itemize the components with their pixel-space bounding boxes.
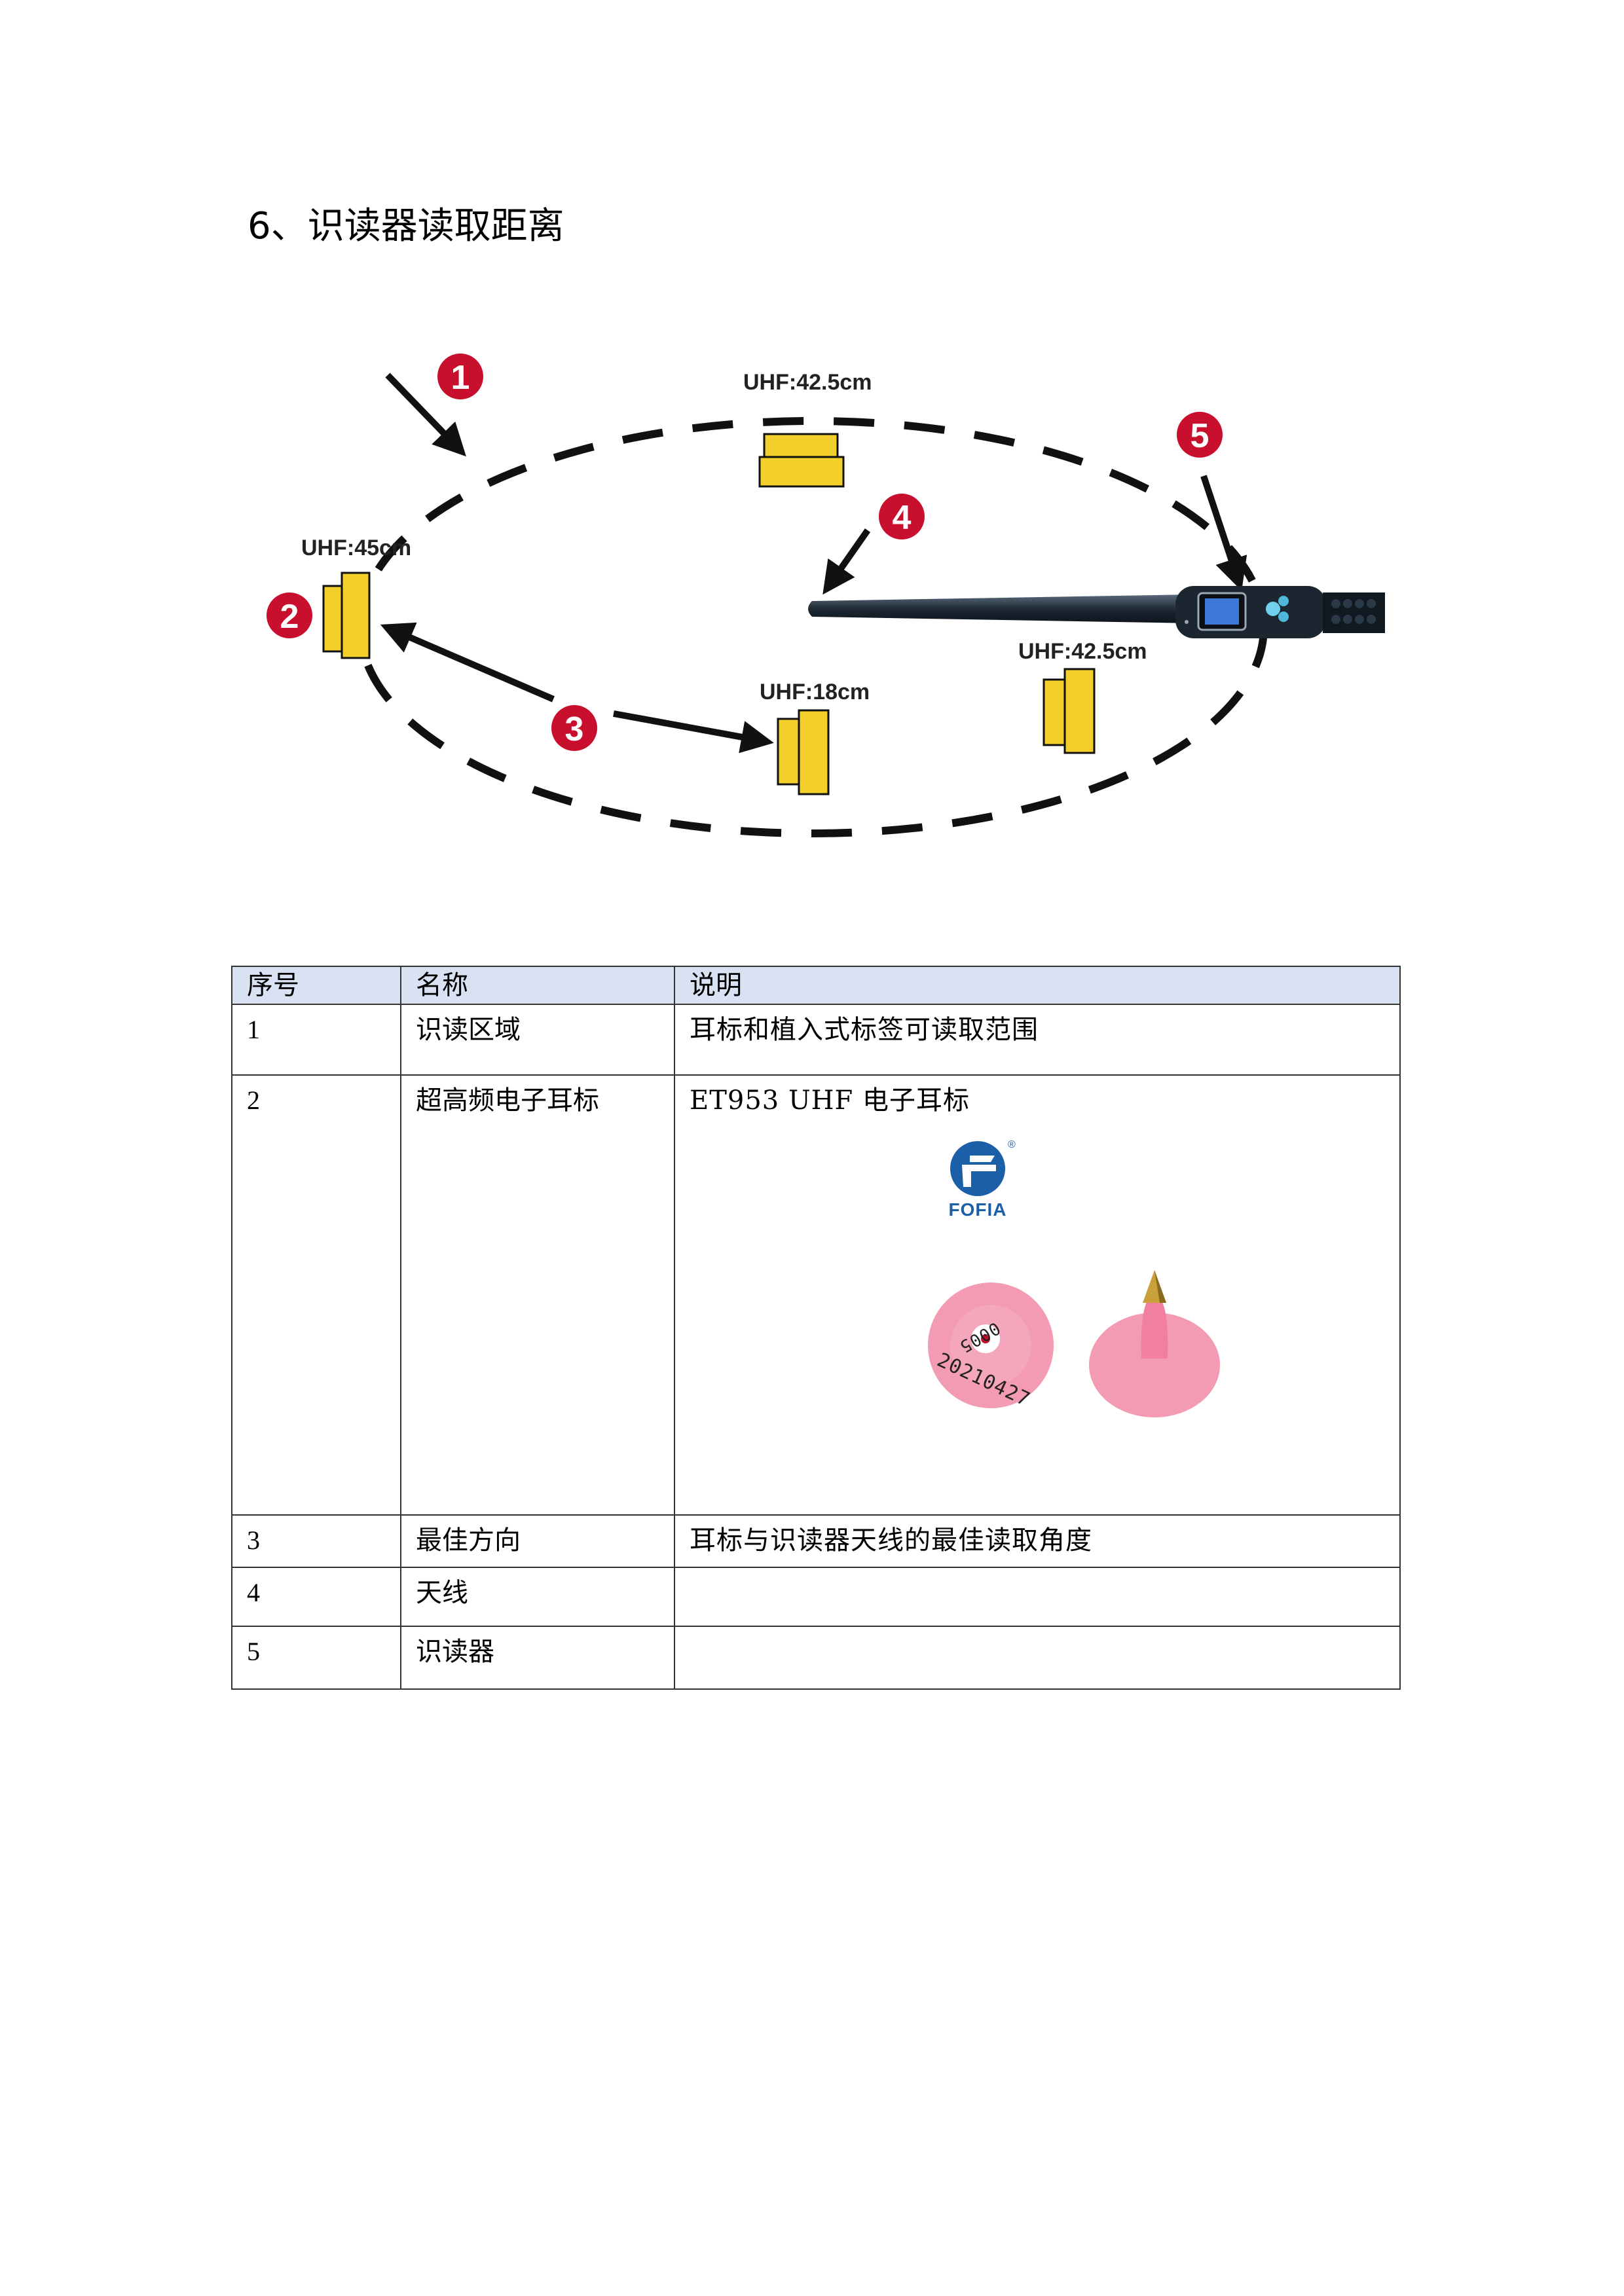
svg-text:3: 3 — [565, 710, 584, 748]
label-left-distance: UHF:45cm — [301, 536, 411, 560]
ear-tag-product-image: ® FOFIA 0005 20210427 — [928, 1139, 1220, 1417]
section-heading: 6、识读器读取距离 — [248, 205, 564, 247]
row-name: 识读区域 — [400, 1004, 675, 1076]
svg-text:4: 4 — [893, 499, 912, 537]
table-row: 5 识读器 — [231, 1626, 1401, 1690]
antenna-arrow — [822, 528, 871, 595]
label-top-distance: UHF:42.5cm — [743, 370, 872, 395]
reader-device — [808, 586, 1385, 638]
row-description: 耳标和植入式标签可读取范围 — [674, 1004, 1401, 1076]
tag-center — [777, 709, 830, 795]
header-name: 名称 — [400, 966, 675, 1005]
row-description — [674, 1567, 1401, 1627]
row-description: 耳标与识读器天线的最佳读取角度 — [674, 1514, 1401, 1568]
table-header-row: 序号 名称 说明 — [231, 966, 1401, 1005]
reader-arrow — [1200, 475, 1247, 591]
row-name: 超高频电子耳标 — [400, 1074, 675, 1516]
table-row: 3 最佳方向 耳标与识读器天线的最佳读取角度 — [231, 1514, 1401, 1568]
svg-text:5: 5 — [1190, 417, 1209, 455]
row-index: 5 — [231, 1626, 401, 1690]
badge-4: 4 — [879, 494, 925, 539]
svg-text:1: 1 — [451, 359, 470, 397]
label-center-distance: UHF:18cm — [760, 680, 870, 704]
best-direction-arrow-right — [613, 710, 774, 754]
table-row: 4 天线 — [231, 1567, 1401, 1627]
label-right-distance: UHF:42.5cm — [1018, 639, 1147, 664]
row-description-text: ET953 UHF 电子耳标 — [690, 1085, 970, 1116]
badge-3: 3 — [551, 705, 597, 751]
row-description: ET953 UHF 电子耳标 ® FOFIA — [674, 1074, 1401, 1516]
table-row: 1 识读区域 耳标和植入式标签可读取范围 — [231, 1004, 1401, 1076]
svg-text:FOFIA: FOFIA — [949, 1199, 1007, 1220]
zone-arrow — [385, 373, 466, 457]
badge-5: 5 — [1177, 412, 1223, 458]
row-description — [674, 1626, 1401, 1690]
ear-tag-side — [1089, 1270, 1220, 1417]
tag-left — [322, 572, 371, 659]
badge-2: 2 — [267, 592, 312, 638]
row-index: 4 — [231, 1567, 401, 1627]
row-index: 1 — [231, 1004, 401, 1076]
fofia-logo: ® FOFIA — [949, 1139, 1016, 1220]
row-name: 天线 — [400, 1567, 675, 1627]
row-index: 3 — [231, 1514, 401, 1568]
badge-1: 1 — [437, 354, 483, 399]
svg-text:2: 2 — [280, 598, 299, 636]
table-row: 2 超高频电子耳标 ET953 UHF 电子耳标 ® FOFIA — [231, 1074, 1401, 1516]
row-name: 最佳方向 — [400, 1514, 675, 1568]
ear-tag-front: 0005 20210427 — [928, 1283, 1054, 1412]
spec-table: 序号 名称 说明 1 识读区域 耳标和植入式标签可读取范围 2 超高频电子耳标 … — [231, 966, 1401, 1690]
svg-text:®: ® — [1008, 1139, 1016, 1150]
best-direction-arrow-left — [380, 622, 555, 702]
header-index: 序号 — [231, 966, 401, 1005]
row-index: 2 — [231, 1074, 401, 1516]
row-name: 识读器 — [400, 1626, 675, 1690]
reading-distance-diagram: 1 2 3 4 5 UHF:42.5cm UHF:45cm UHF:18cm U… — [267, 354, 1385, 837]
tag-top — [758, 433, 845, 488]
tag-right — [1043, 668, 1096, 754]
header-description: 说明 — [674, 966, 1401, 1005]
